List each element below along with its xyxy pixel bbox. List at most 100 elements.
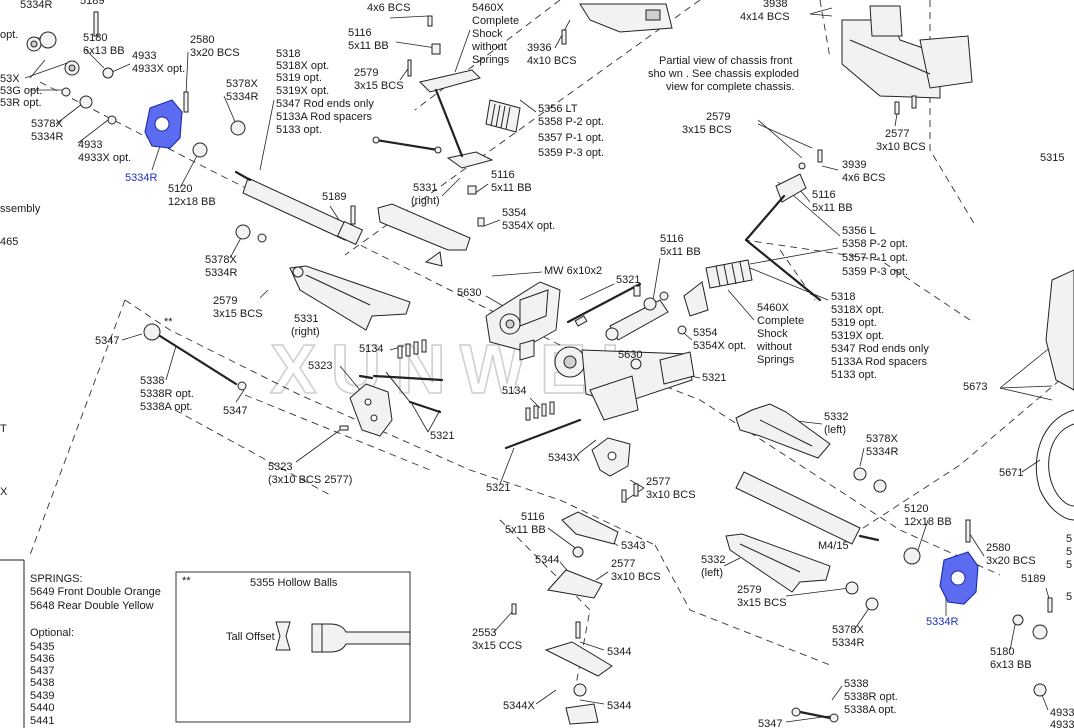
part-label-l-5x11bb-c: 5x11 BB xyxy=(491,182,532,194)
part-label-l-5-r4: 5 xyxy=(1066,591,1072,603)
part-label-l-x-left: X xyxy=(0,486,8,498)
part-label-l-star-a: ** xyxy=(164,316,173,328)
part-label-l-5332-left-b: 5332 xyxy=(701,554,725,566)
part-label-l-5334r-blue-b: 5334R xyxy=(926,616,958,628)
front-knuckle-left xyxy=(144,91,246,158)
part-label-l-5460x-a: 5460X xyxy=(472,2,504,14)
part-label-l-opt-5438: 5438 xyxy=(30,677,54,689)
part-label-l-4x6bcs-b: 4x6 BCS xyxy=(842,172,885,184)
right-shock-upper xyxy=(677,149,823,335)
part-label-l-3x15bcs-b: 3x15 BCS xyxy=(682,124,732,136)
part-label-l-shock-a: Shock xyxy=(472,28,503,40)
part-label-l-5334r-c: 5334R xyxy=(205,267,237,279)
servo-saver-parts xyxy=(511,511,619,725)
inset-tall-offset: Tall Offset xyxy=(226,631,275,643)
part-label-l-5359-b: 5359 P-3 opt. xyxy=(842,266,908,278)
part-label-l-5318x-b: 5318X opt. xyxy=(831,304,884,316)
part-label-l-5120-a: 5120 xyxy=(168,183,192,195)
part-label-l-springs-hdr: SPRINGS: xyxy=(30,573,83,585)
part-label-l-5347-rod-b: 5347 Rod ends only xyxy=(831,343,929,355)
part-label-l-5334r-a: 5334R xyxy=(31,131,63,143)
front-knuckle-right xyxy=(939,551,979,605)
part-label-l-5331-right-b: 5331 xyxy=(294,313,318,325)
chassis-front-partial xyxy=(561,3,973,115)
part-label-l-2577-a: 2577 xyxy=(885,128,909,140)
part-label-l-shock-b: Shock xyxy=(757,328,788,340)
part-label-l-3x10bcs-a: 3x10 BCS xyxy=(876,141,926,153)
part-label-l-5x11bb-b: 5x11 BB xyxy=(812,202,853,214)
part-label-l-5331-right-a: 5331 xyxy=(413,182,437,194)
part-label-l-3939: 3939 xyxy=(842,159,866,171)
part-label-l-5334r-b: 5334R xyxy=(226,91,258,103)
front-bulkhead xyxy=(485,281,561,361)
part-label-l-3936: 3936 xyxy=(527,42,551,54)
part-label-l-spring-front: 5649 Front Double Orange xyxy=(30,586,161,598)
part-label-l-3x10bcs-b: 3x10 BCS xyxy=(646,489,696,501)
part-label-l-53x: 53X xyxy=(0,73,20,85)
part-label-l-4933x-c: 4933X xyxy=(1050,719,1074,728)
part-label-l-5321-d: 5321 xyxy=(486,482,510,494)
part-label-l-5378x-a: 5378X xyxy=(31,118,63,130)
part-label-l-5357-a: 5357 P-1 opt. xyxy=(538,132,604,144)
part-label-l-right-b: (right) xyxy=(291,326,320,338)
part-label-l-without-a: without xyxy=(471,41,507,53)
part-label-l-5-r2: 5 xyxy=(1066,546,1072,558)
part-label-l-5319-a: 5319 opt. xyxy=(276,72,322,84)
part-label-l-5180-a: 5180 xyxy=(83,32,107,44)
part-label-l-opt-5436: 5436 xyxy=(30,653,54,665)
part-label-l-3x15ccs: 3x15 CCS xyxy=(472,640,522,652)
part-label-l-springs-a: Springs xyxy=(472,54,510,66)
part-label-l-complete-a: Complete xyxy=(472,15,519,27)
part-label-l-2579-a: 2579 xyxy=(354,67,378,79)
part-label-l-2577-c: 2577 xyxy=(611,558,635,570)
part-label-l-5338-b: 5338 xyxy=(844,678,868,690)
lower-arm-left-upper xyxy=(735,403,887,493)
part-label-l-5378x-d: 5378X xyxy=(866,433,898,445)
part-label-l-5133a-a: 5133A Rod spacers xyxy=(276,111,373,123)
part-label-l-6x13bb-b: 6x13 BB xyxy=(990,659,1032,671)
part-label-l-5338-a: 5338 xyxy=(140,375,164,387)
part-label-l-465: 465 xyxy=(0,236,18,248)
part-label-l-5332-left-a: 5332 xyxy=(824,411,848,423)
part-label-l-right-a: (right) xyxy=(411,195,440,207)
part-label-l-opt-5439: 5439 xyxy=(30,690,54,702)
part-label-l-5x11bb-d: 5x11 BB xyxy=(660,246,701,258)
part-label-l-6x13bb-a: 6x13 BB xyxy=(83,45,125,57)
part-label-l-5319x-a: 5319X opt. xyxy=(276,85,329,97)
part-label-l-partial-1: Partial view of chassis front xyxy=(659,55,792,67)
part-label-l-5378x-c: 5378X xyxy=(205,254,237,266)
part-label-l-5319-b: 5319 opt. xyxy=(831,317,877,329)
part-label-l-springs-b: Springs xyxy=(757,354,795,366)
part-label-l-5630-a: 5630 xyxy=(457,287,481,299)
upper-links xyxy=(372,136,471,267)
part-label-l-3x15bcs-a: 3x15 BCS xyxy=(354,80,404,92)
part-label-l-5334r-e: 5334R xyxy=(832,637,864,649)
part-label-l-5321-c: 5321 xyxy=(430,430,454,442)
shock-tower-top xyxy=(407,15,521,227)
part-label-l-5133-a: 5133 opt. xyxy=(276,124,322,136)
bracket-5323 xyxy=(339,383,393,437)
part-label-l-2579-d: 2579 xyxy=(737,584,761,596)
part-label-l-5321-a: 5321 xyxy=(616,274,640,286)
part-label-l-5671: 5671 xyxy=(999,467,1023,479)
part-label-l-spring-rear: 5648 Rear Double Yellow xyxy=(30,600,154,612)
part-label-l-5357-b: 5357 P-1 opt. xyxy=(842,252,908,264)
toe-link-left xyxy=(143,323,247,391)
screw-set-5134 xyxy=(397,339,555,421)
part-label-l-5358-a: 5358 P-2 opt. xyxy=(538,116,604,128)
part-label-l-3x10bcs-c: 3x10 BCS xyxy=(611,571,661,583)
part-label-l-5189-top: 5189 xyxy=(80,0,104,7)
part-label-l-5460x-b: 5460X xyxy=(757,302,789,314)
part-label-l-2577-b: 2577 xyxy=(646,476,670,488)
part-label-l-2579-c: 2579 xyxy=(213,295,237,307)
part-label-l-opt-tl: opt. xyxy=(0,29,18,41)
part-label-l-left-b: (left) xyxy=(701,567,723,579)
part-label-l-3x20bcs-b: 3x20 BCS xyxy=(986,555,1036,567)
part-label-l-5347-a: 5347 xyxy=(95,335,119,347)
part-label-l-4933-c: 4933 xyxy=(1050,707,1074,719)
part-label-l-5134-b: 5134 xyxy=(502,385,526,397)
part-label-l-5347-c: 5347 xyxy=(758,718,782,728)
part-label-l-5x11bb-a: 5x11 BB xyxy=(348,40,389,52)
part-label-l-4933-b: 4933 xyxy=(78,139,102,151)
